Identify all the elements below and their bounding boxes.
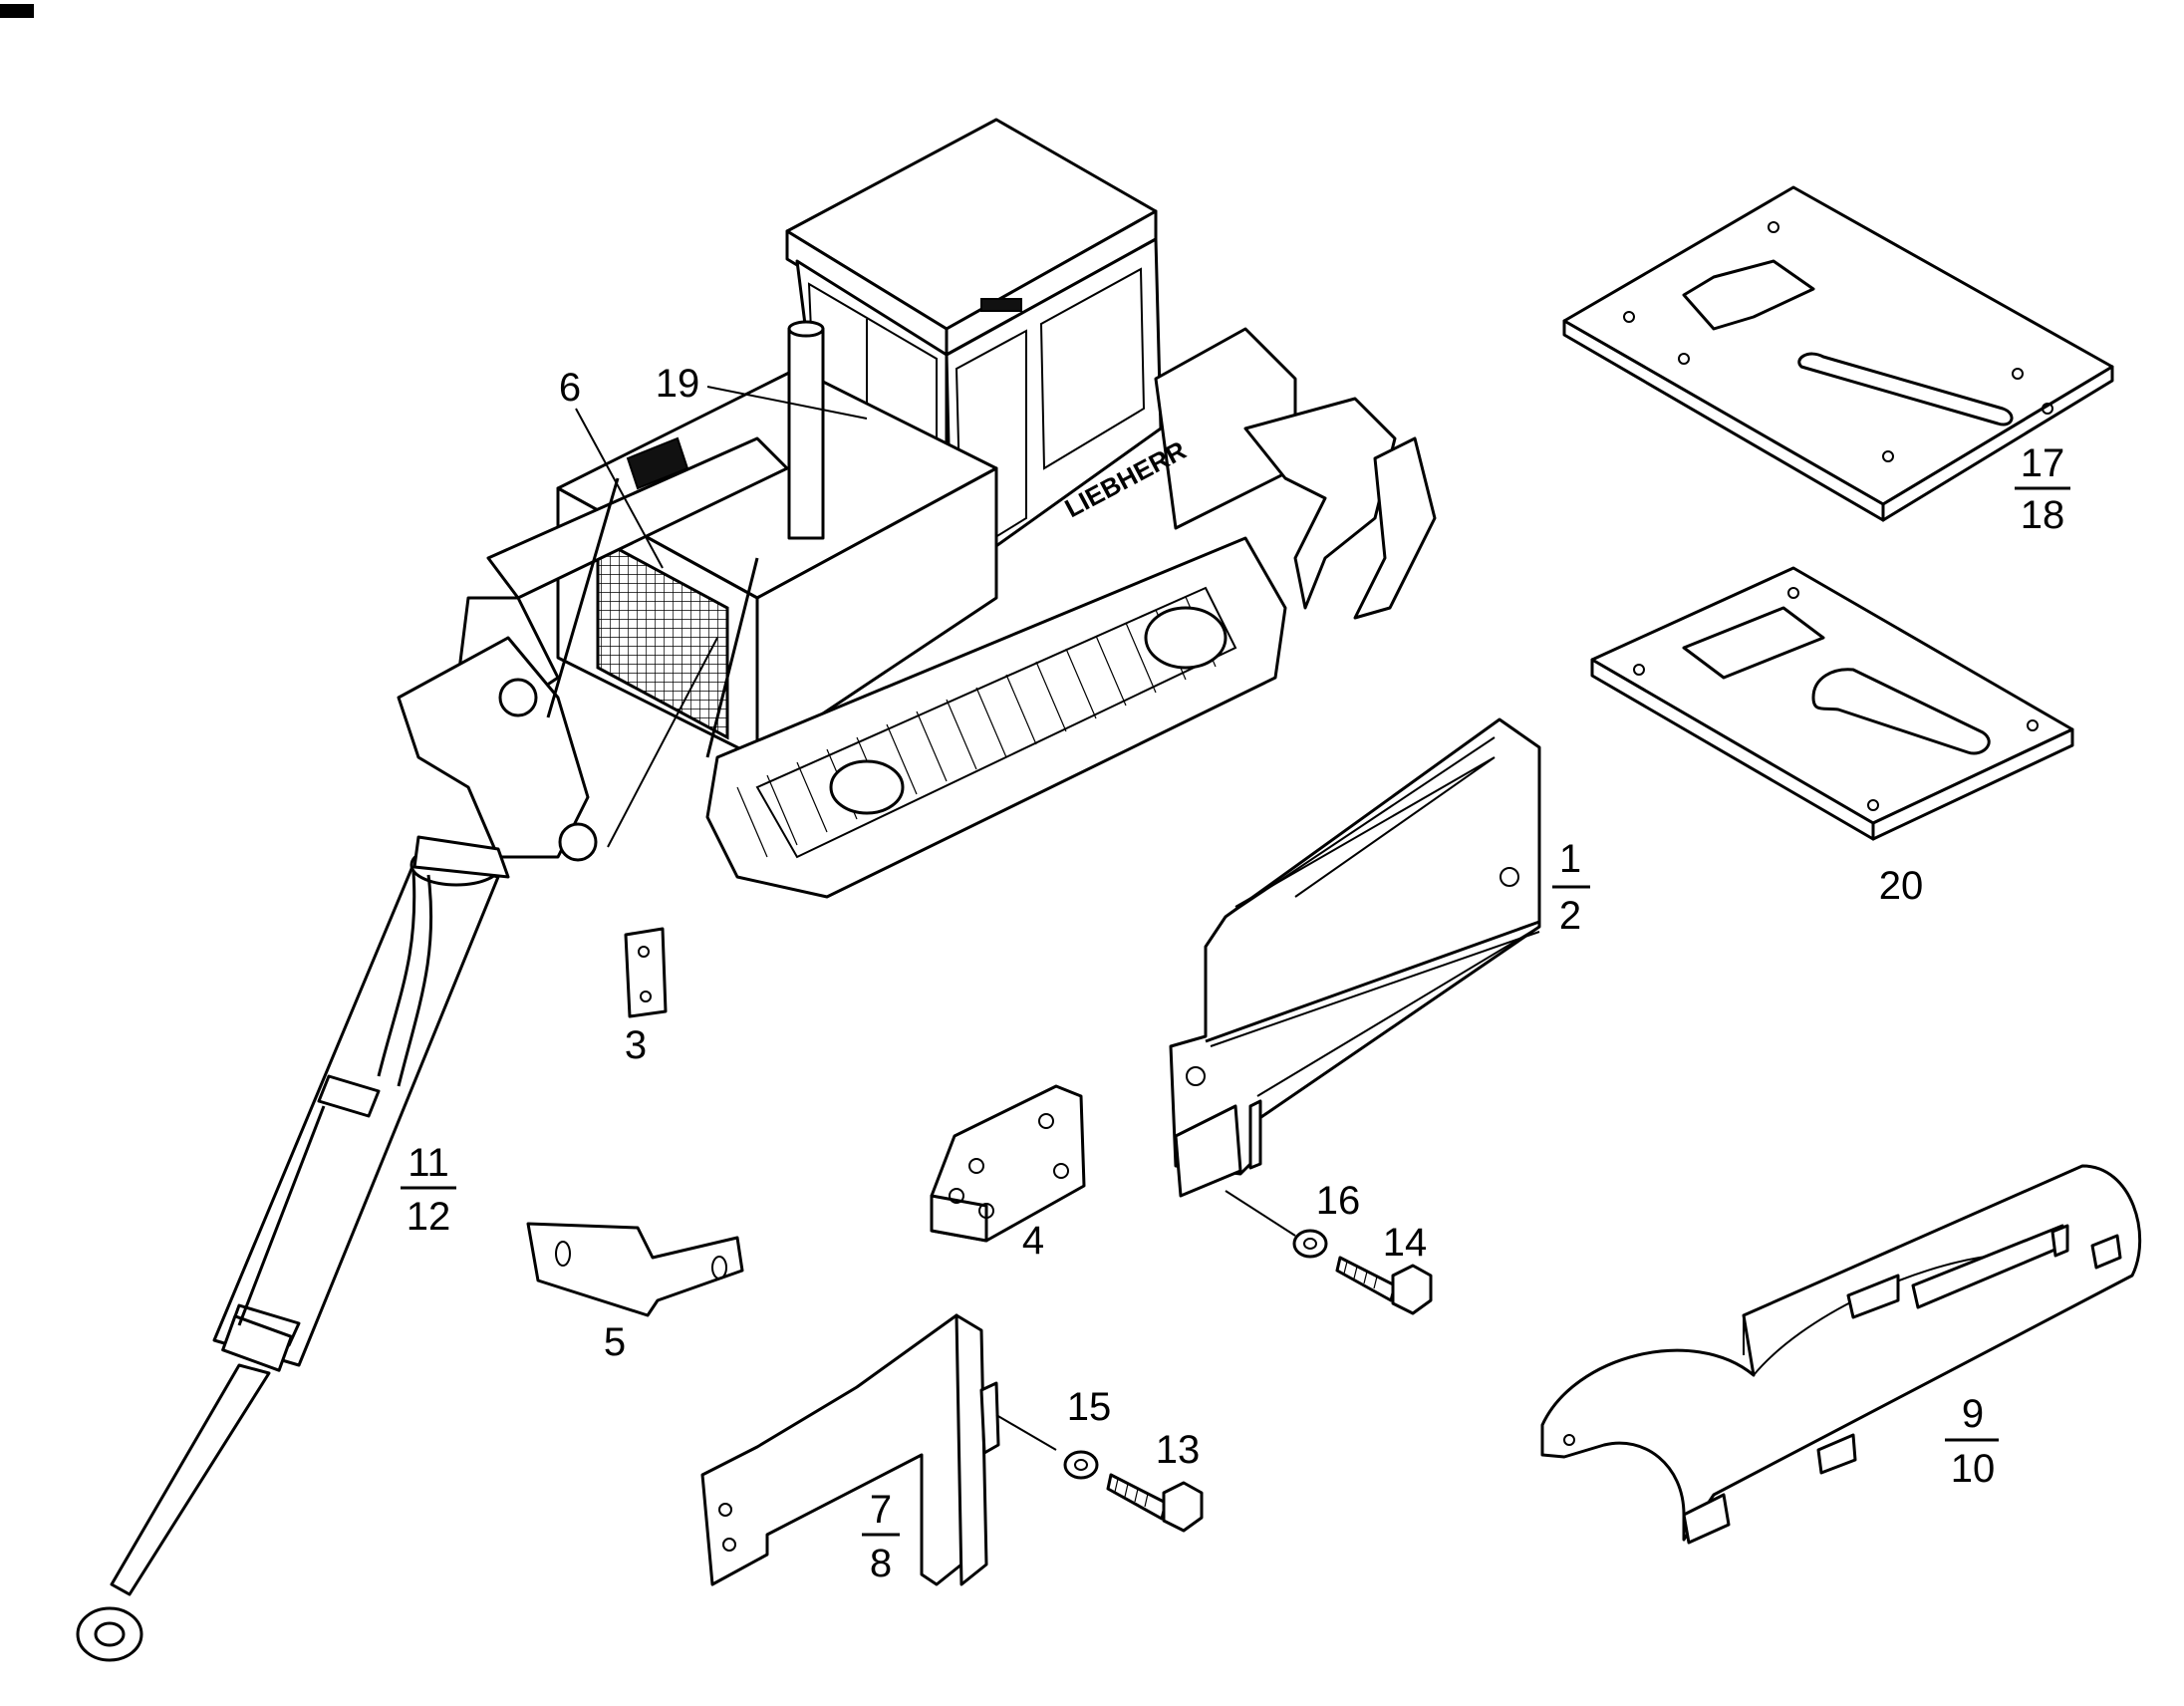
callout-8: 8 [870, 1542, 892, 1585]
callout-4: 4 [1022, 1219, 1044, 1263]
callout-17: 17 [2021, 441, 2065, 485]
crawler-dozer-illustration: LIEBHERR [397, 118, 1437, 899]
part-3-plate [624, 927, 668, 1018]
part-4-pad-block [930, 1084, 1086, 1243]
part-5-offset-bracket [526, 1222, 744, 1317]
callout-15: 15 [1067, 1385, 1112, 1429]
part-13-bolt [1106, 1473, 1204, 1533]
part-11-12-lift-cylinder [76, 835, 510, 1662]
part-1-2-side-guard-plate [1169, 717, 1541, 1198]
callout-1: 1 [1559, 837, 1581, 881]
callout-3: 3 [625, 1023, 647, 1067]
callout-20: 20 [1879, 864, 1924, 908]
callout-16: 16 [1316, 1179, 1361, 1223]
part-15-washer [1063, 1450, 1099, 1480]
part-20-plate-with-opening [1590, 566, 2074, 841]
callout-10: 10 [1951, 1447, 1996, 1491]
callout-13: 13 [1156, 1428, 1201, 1472]
callout-2: 2 [1559, 894, 1581, 938]
corner-mark [0, 4, 34, 18]
callout-labels: 1 2 3 4 5 6 7 8 9 10 11 12 13 14 15 16 1… [401, 362, 2070, 1585]
callout-19: 19 [656, 362, 700, 406]
part-17-18-large-plate [1562, 185, 2114, 522]
part-14-bolt [1335, 1256, 1433, 1315]
leader-lines [575, 386, 868, 569]
part-16-washer [1292, 1229, 1328, 1259]
callout-12: 12 [407, 1195, 451, 1239]
callout-5: 5 [604, 1320, 626, 1364]
callout-18: 18 [2021, 493, 2065, 537]
callout-11: 11 [408, 1141, 449, 1185]
callout-6: 6 [559, 366, 581, 410]
part-9-10-curved-cover [1540, 1164, 2142, 1545]
callout-14: 14 [1383, 1221, 1428, 1265]
part-7-8-long-bracket [700, 1313, 1000, 1586]
callout-9: 9 [1962, 1392, 1984, 1436]
callout-7: 7 [870, 1488, 892, 1532]
